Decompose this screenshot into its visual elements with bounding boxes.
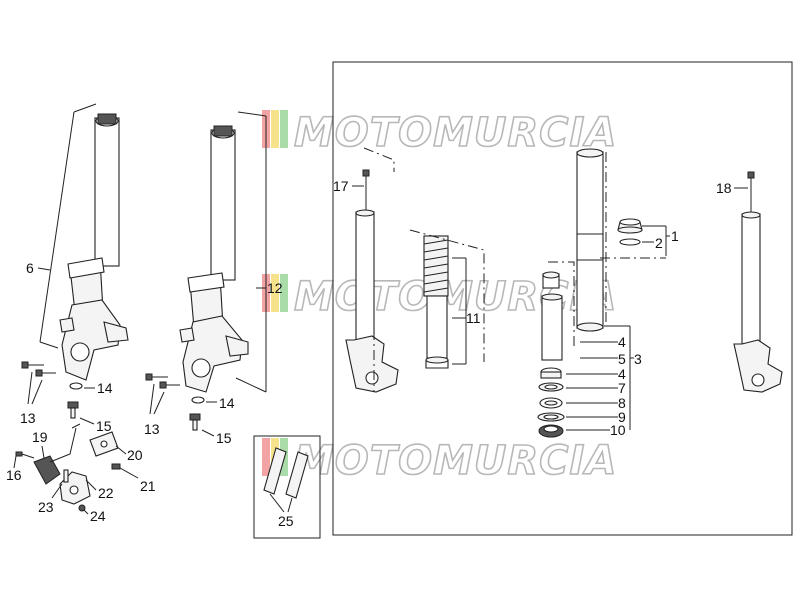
bolt-icon [145,373,168,381]
callout-20: 20 [127,447,143,463]
fork-leg-icon [59,113,129,381]
callout-18: 18 [716,180,732,196]
spring-icon [423,235,449,297]
callout-13-center: 13 [144,421,160,437]
callout-10: 10 [610,422,626,438]
callout-17: 17 [333,178,349,194]
speed-sensor-icon [33,423,81,485]
fork-guard-strips: 25 [253,435,321,539]
watermark-stripe-yellow-icon [271,274,279,312]
bolt-icon [189,413,201,431]
bolt-icon [67,401,79,419]
callout-6: 6 [26,260,34,276]
center-fasteners: 13 14 15 [144,373,235,446]
outer-tube-group: 4 5 4 7 8 9 10 3 [537,148,642,438]
callout-24: 24 [90,508,106,524]
bolt-icon [111,463,139,479]
callout-4-lower: 4 [618,366,626,382]
guard-strips-frame [253,435,321,539]
callout-8: 8 [618,395,626,411]
callout-12: 12 [267,280,283,296]
callout-16: 16 [6,467,22,483]
callout-21: 21 [140,478,156,494]
callout-23: 23 [38,499,54,515]
bolt-icon [159,381,180,389]
watermark-text: MOTOMURCIA [294,438,617,484]
callout-9: 9 [618,409,626,425]
watermark-top: MOTOMURCIA [262,109,617,157]
bolt-icon [35,369,56,377]
callout-25: 25 [278,513,294,529]
fork-leg-icon [179,125,249,393]
watermark-text: MOTOMURCIA [294,110,617,156]
callout-15-center: 15 [216,430,232,446]
callout-14-center: 14 [219,395,235,411]
watermark-stripe-green-icon [280,110,288,148]
watermark-stripe-red-icon [262,438,270,476]
watermark-bottom: MOTOMURCIA [262,437,617,485]
exploded-view-frame [332,61,793,536]
bolt-icon [63,469,69,483]
callout-19: 19 [32,429,48,445]
callout-14-left: 14 [97,380,113,396]
callout-11: 11 [466,310,481,326]
callout-7: 7 [618,380,626,396]
bolt-icon [21,361,44,369]
callout-1: 1 [671,228,679,244]
callout-4-upper: 4 [618,334,626,350]
watermark-stripe-green-icon [280,274,288,312]
callout-15-left: 15 [96,418,112,434]
watermark-text: MOTOMURCIA [294,274,617,320]
callout-2: 2 [655,235,663,251]
callout-13-left: 13 [20,410,36,426]
callout-22: 22 [98,485,114,501]
callout-3: 3 [634,351,642,367]
callout-5: 5 [618,351,626,367]
top-cap-group: 2 1 [600,218,679,259]
left-fasteners: 13 14 15 [20,361,113,434]
watermark-middle: MOTOMURCIA [262,273,617,321]
inner-cartridge-left: 17 [333,147,399,393]
speed-sensor-group: 19 16 20 21 22 23 24 [6,423,156,524]
spring-assembly: 11 [373,229,485,392]
bolt-icon [15,451,35,459]
inner-cartridge-right: 18 [716,171,783,393]
fork-leg-left: 6 [26,103,129,381]
fork-leg-center: 12 [179,111,283,393]
watermark-stripe-yellow-icon [271,110,279,148]
